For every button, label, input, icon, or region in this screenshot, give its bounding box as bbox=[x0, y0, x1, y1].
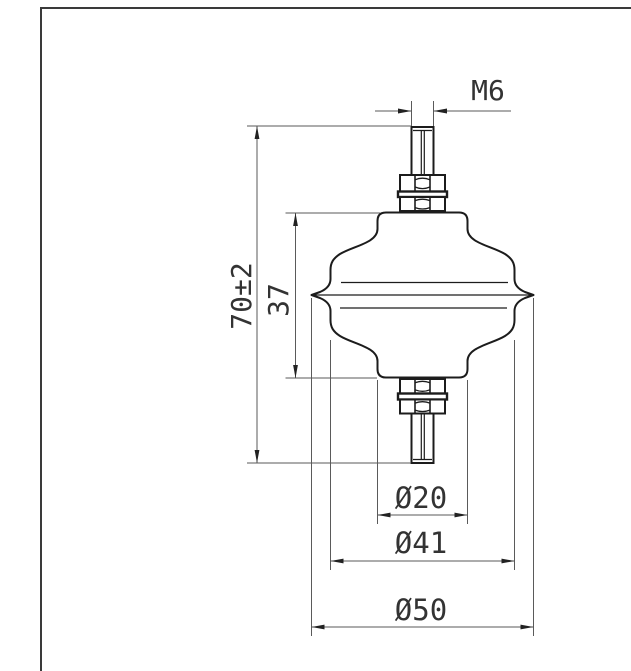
overall-height-label: 70±2 bbox=[225, 262, 258, 329]
dim-thread-m6 bbox=[375, 101, 511, 126]
top-stud bbox=[410, 126, 435, 176]
body-accent-lines bbox=[313, 281, 532, 309]
thread-label: M6 bbox=[471, 74, 505, 107]
top-nut-upper bbox=[399, 174, 446, 193]
arrow-right-icon bbox=[398, 108, 412, 114]
component-front-view bbox=[310, 126, 535, 464]
dim-body-height bbox=[285, 212, 380, 379]
dim-rib-diameter bbox=[311, 298, 534, 636]
bottom-nut-lower bbox=[399, 398, 446, 415]
arrow-left-icon bbox=[330, 558, 344, 564]
arrow-down-icon bbox=[254, 450, 260, 463]
rib-diameter-label: Ø50 bbox=[395, 593, 447, 627]
arrow-left-icon bbox=[377, 512, 391, 518]
dim-body-diameter bbox=[330, 340, 515, 570]
bottom-nut-upper bbox=[399, 378, 446, 395]
arrow-up-icon bbox=[293, 213, 298, 226]
bottom-stud bbox=[410, 412, 435, 464]
arrow-left-icon bbox=[311, 624, 325, 630]
drawing-frame bbox=[40, 7, 631, 671]
dim-cap-diameter bbox=[377, 380, 468, 524]
arrow-right-icon bbox=[520, 624, 534, 630]
arrow-left-icon bbox=[433, 108, 447, 114]
body-diameter-label: Ø41 bbox=[395, 526, 447, 560]
arrow-down-icon bbox=[293, 365, 298, 378]
arrow-right-icon bbox=[454, 512, 468, 518]
dim-overall-height bbox=[247, 125, 411, 464]
body-height-label: 37 bbox=[262, 283, 295, 317]
top-nut-lower bbox=[399, 196, 446, 212]
arrow-up-icon bbox=[254, 126, 260, 139]
arrow-right-icon bbox=[501, 558, 515, 564]
cap-diameter-label: Ø20 bbox=[395, 481, 447, 515]
